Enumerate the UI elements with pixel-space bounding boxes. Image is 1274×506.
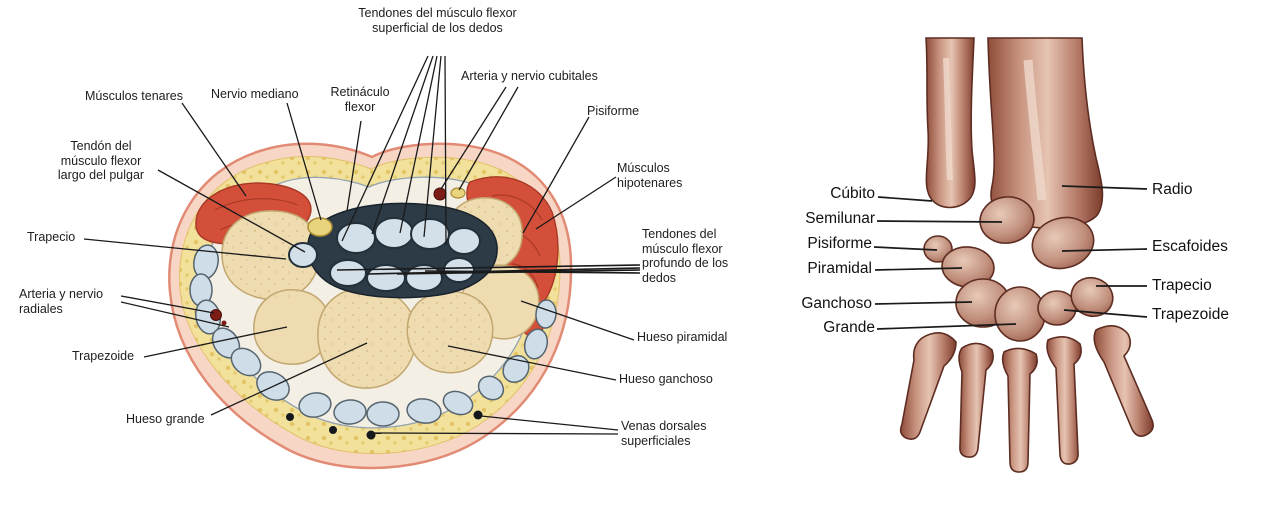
leader-tendones-superficial xyxy=(444,55,447,246)
label-cubito: Cúbito xyxy=(830,185,875,202)
leader-hueso-ganchoso xyxy=(447,345,617,381)
leader-arteria-cubitales xyxy=(458,86,519,191)
label-hueso-piramidal: Hueso piramidal xyxy=(637,330,728,344)
leader-piramidal-right xyxy=(874,267,963,271)
leader-pisiforme-left xyxy=(522,116,590,234)
leader-venas-dorsales xyxy=(373,432,619,435)
label-retinaculo-flexor: Retináculo flexor xyxy=(330,85,390,114)
dorsal-vein xyxy=(473,410,483,420)
leader-trapezoide-left xyxy=(143,326,288,358)
leader-venas-dorsales xyxy=(480,415,619,431)
leader-hueso-grande xyxy=(210,342,368,416)
leader-arteria-radiales xyxy=(120,295,215,314)
grande-bone-right xyxy=(994,286,1046,342)
leader-nervio-mediano xyxy=(286,102,322,221)
label-trapecio-right: Trapecio xyxy=(1152,277,1212,294)
leader-trapezoide-right xyxy=(1063,309,1148,318)
label-trapezoide-left: Trapezoide xyxy=(72,349,135,363)
leader-arteria-cubitales xyxy=(440,86,507,190)
metacarpal-2 xyxy=(1046,336,1082,465)
label-pisiforme-left: Pisiforme xyxy=(587,104,640,118)
label-grande-right: Grande xyxy=(823,319,875,336)
label-tendon-pulgar: Tendón del músculo flexor largo del pulg… xyxy=(57,139,145,183)
label-musculos-tenares: Músculos tenares xyxy=(85,89,183,103)
dorsal-vein xyxy=(286,413,294,421)
leader-hueso-piramidal xyxy=(520,300,635,341)
leader-cubito xyxy=(877,196,933,202)
dorsal-vein xyxy=(366,430,376,440)
left-illustration-cross-section xyxy=(168,142,573,470)
ulna-highlight xyxy=(943,57,953,181)
fds-tendon xyxy=(410,218,450,250)
leader-trapecio-left xyxy=(83,238,287,260)
radial-artery xyxy=(210,309,222,321)
leader-musculos-hipotenares xyxy=(535,176,617,230)
leader-tendon-pulgar xyxy=(157,169,306,253)
trapezoide-bone-right xyxy=(1037,290,1077,326)
label-hueso-grande: Hueso grande xyxy=(126,412,205,426)
dorsal-vein xyxy=(329,426,337,434)
leader-tendones-superficial xyxy=(341,55,429,242)
leader-escafoides xyxy=(1061,248,1148,252)
leader-lines-left xyxy=(83,55,641,435)
label-pisiforme-right: Pisiforme xyxy=(807,235,872,252)
label-escafoides: Escafoides xyxy=(1152,238,1228,255)
leader-lines-right xyxy=(873,185,1148,330)
leader-musculos-tenares xyxy=(181,102,247,197)
leader-tendones-profundo-group xyxy=(336,264,641,275)
flexor-tendons-group xyxy=(288,217,481,292)
escafoides-bone xyxy=(1031,216,1095,270)
fds-tendon xyxy=(447,227,481,255)
label-semilunar: Semilunar xyxy=(805,210,875,227)
leader-grande-right xyxy=(876,323,1017,330)
trapecio-bone-right xyxy=(1070,276,1114,318)
label-musculos-hipotenares: Músculos hipotenares xyxy=(617,161,683,190)
right-illustration-bones xyxy=(899,37,1154,473)
metacarpal-3 xyxy=(1001,347,1038,473)
leader-radio xyxy=(1061,185,1148,190)
leader-tendones-profundo xyxy=(424,270,641,274)
label-hueso-ganchoso: Hueso ganchoso xyxy=(619,372,713,386)
fdp-tendon xyxy=(443,257,475,283)
leader-tendones-superficial xyxy=(423,55,442,238)
label-arteria-radiales: Arteria y nervio radiales xyxy=(19,287,104,316)
label-tendones-profundo: Tendones del músculo flexor profundo de … xyxy=(642,227,729,285)
metacarpal-1 xyxy=(1093,325,1154,437)
label-piramidal-right: Piramidal xyxy=(807,260,872,277)
leader-semilunar xyxy=(876,220,1003,223)
fpl-tendon xyxy=(288,242,318,268)
label-radio: Radio xyxy=(1152,181,1193,198)
radial-nerve-dot xyxy=(221,320,227,326)
dorsal-veins-group xyxy=(286,410,483,440)
median-nerve xyxy=(307,217,333,237)
metacarpal-5 xyxy=(899,332,957,440)
label-nervio-mediano: Nervio mediano xyxy=(211,87,299,101)
leader-retinaculo-flexor xyxy=(346,120,362,212)
leader-tendones-profundo xyxy=(336,264,641,271)
leader-pisiforme-right xyxy=(873,246,938,251)
leader-arteria-radiales xyxy=(120,301,230,328)
leader-tendones-superficial xyxy=(399,55,438,234)
metacarpals-group xyxy=(899,325,1154,473)
radius-highlight xyxy=(1023,59,1047,201)
metacarpal-4 xyxy=(958,342,994,458)
ulnar-nerve xyxy=(450,187,466,199)
label-trapezoide-right: Trapezoide xyxy=(1152,306,1229,323)
ulnar-artery xyxy=(433,187,447,201)
label-trapecio-left: Trapecio xyxy=(27,230,76,244)
label-venas-dorsales: Venas dorsales superficiales xyxy=(621,419,707,448)
leader-tendones-superficial xyxy=(371,55,434,235)
label-tendones-superficial: Tendones del músculo flexor superficial … xyxy=(358,6,517,35)
semilunar-bone xyxy=(979,196,1035,244)
fdp-tendon xyxy=(329,259,367,287)
label-arteria-cubitales: Arteria y nervio cubitales xyxy=(461,69,598,83)
leader-ganchoso-right xyxy=(874,301,973,305)
label-ganchoso-right: Ganchoso xyxy=(801,295,872,312)
fds-tendon xyxy=(374,217,414,249)
carpal-bones-right-group xyxy=(923,196,1114,342)
extensor-tendons-group xyxy=(189,244,557,427)
